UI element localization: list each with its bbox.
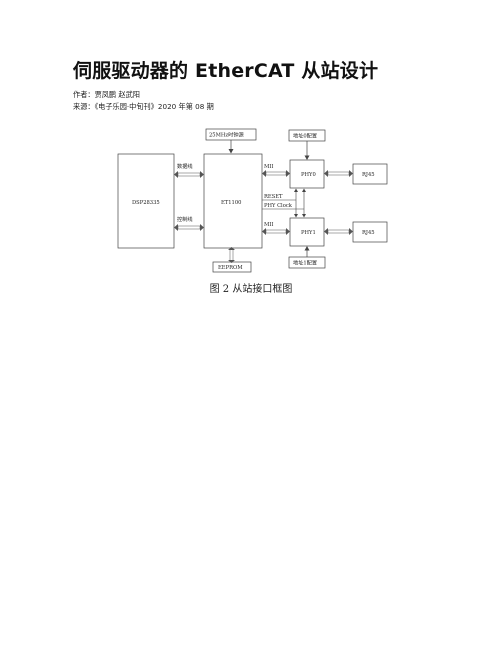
rj45-bottom-block — [352, 221, 388, 243]
block-diagram-svg: DSP28335 ET1100 25MHz时钟源 EEPROM 数据线 控制线 … — [110, 118, 400, 282]
clock-label: 25MHz时钟源 — [209, 131, 245, 139]
author-line: 作者：贾凤鹏 赵武阳 — [73, 90, 140, 99]
rj45-bottom-label: RJ45 — [362, 230, 375, 236]
phy1-label: PHY1 — [301, 230, 316, 236]
et1100-label: ET1100 — [221, 200, 241, 206]
dsp-block — [117, 153, 175, 249]
data-bus-label: 数据线 — [177, 162, 193, 170]
source-line: 来源：《电子乐园·中旬刊》2020 年第 08 期 — [73, 102, 214, 111]
phy1-block — [289, 217, 325, 247]
document-title: 伺服驱动器的 EtherCAT 从站设计 — [73, 60, 379, 82]
rj45-top-label: RJ45 — [362, 172, 375, 178]
addr0-label: 地址0配置 — [293, 132, 317, 140]
eeprom-label: EEPROM — [218, 265, 243, 271]
mii-top-label: MII — [264, 164, 273, 170]
phy-clock-label: PHY Clock — [264, 203, 293, 209]
addr1-label: 地址1配置 — [293, 259, 317, 267]
figure-caption: 图 2 从站接口框图 — [209, 284, 293, 295]
phy0-label: PHY0 — [301, 172, 316, 178]
control-bus-label: 控制线 — [177, 215, 193, 223]
rj45-top-block — [352, 163, 388, 185]
phy0-block — [289, 159, 325, 189]
reset-label: RESET — [264, 194, 283, 200]
slave-interface-block-diagram: DSP28335 ET1100 25MHz时钟源 EEPROM 数据线 控制线 … — [110, 118, 400, 282]
et1100-block — [203, 153, 263, 249]
mii-bottom-label: MII — [264, 222, 273, 228]
dsp-label: DSP28335 — [132, 200, 160, 206]
